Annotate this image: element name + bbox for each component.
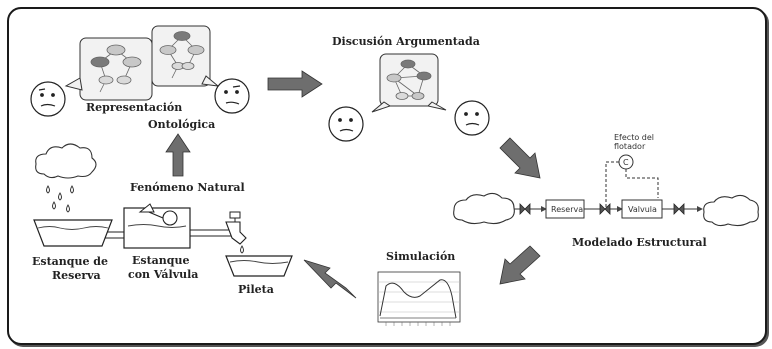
label-reserva-box: Reserva [551,205,583,214]
arrow-to-fenomeno [303,259,357,299]
cloud-icon [453,192,515,225]
concept-graph-left [90,44,142,93]
arrow-to-modelado [499,137,541,179]
thinking-face-icon [454,100,490,136]
arrow-to-discussion [267,70,323,98]
label-simulacion: Simulación [386,250,455,263]
thought-bubble-right [151,25,220,87]
reserve-tank [33,219,113,247]
label-modelado: Modelado Estructural [572,236,707,249]
label-ontologica: Ontológica [148,118,215,131]
basin [225,255,293,277]
controller-symbol: C [605,154,659,208]
simulation-plot [377,271,461,326]
pipe-to-faucet [190,229,232,237]
label-efecto-2: flotador [614,142,646,151]
thought-bubble-left [64,37,153,101]
label-pileta: Pileta [238,283,274,296]
concept-graph-discussion [386,59,432,100]
discussion-bubble [371,53,447,113]
label-fenomeno: Fenómeno Natural [130,181,245,194]
arrow-to-representacion [165,133,191,177]
label-estanque-valvula-1: Estanque [132,254,189,267]
label-estanque-reserva-2: Reserva [52,269,101,282]
rain-drops [46,185,74,213]
reserva-box: Reserva [545,199,585,219]
thinking-face-icon [328,106,364,142]
valvula-box: Valvula [621,199,663,219]
valve-icon [519,203,685,215]
label-valvula-box: Valvula [628,205,657,214]
label-discusion: Discusión Argumentada [332,35,480,48]
plot-tick-marks [385,322,451,326]
thinking-face-icon [30,81,66,117]
arrow-to-simulacion [499,245,541,285]
label-representacion: Representación [86,101,182,114]
valve-tank [123,203,191,249]
label-efecto-1: Efecto del [614,133,654,142]
label-estanque-valvula-2: con Válvula [128,268,198,281]
thinking-face-icon [214,78,250,114]
label-estanque-reserva-1: Estanque de [32,255,108,268]
cloud-icon [35,143,97,179]
faucet-icon [225,211,247,254]
cloud-icon [703,194,759,227]
concept-graph-right [159,31,205,79]
label-c-symbol: C [623,158,629,167]
pipe-reserve-to-valve-tank [105,231,124,239]
